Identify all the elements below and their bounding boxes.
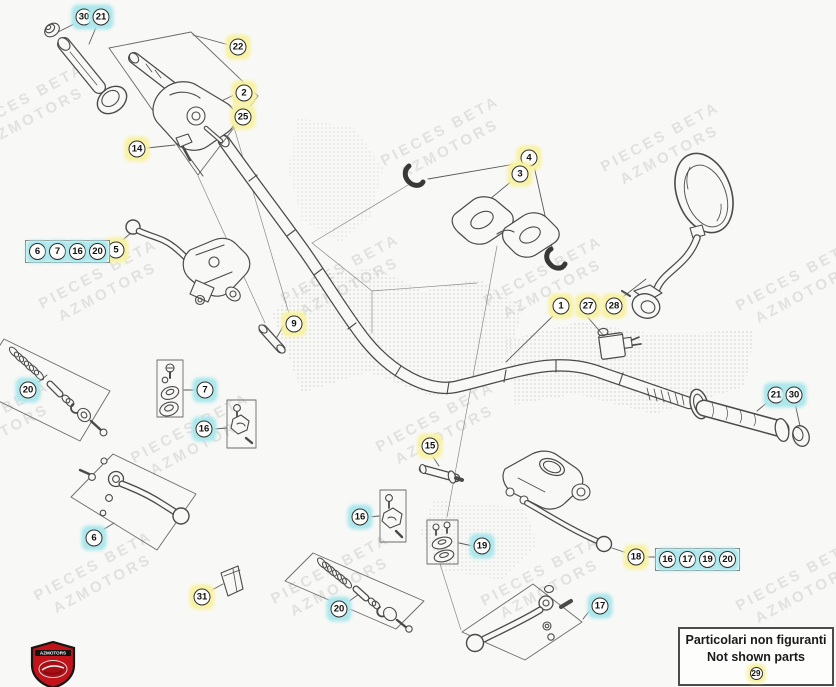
part-callout-5[interactable]: 5 bbox=[105, 239, 127, 261]
rebuild-kit-left-drawing bbox=[0, 338, 111, 442]
part-callout-20[interactable]: 20 bbox=[718, 550, 737, 569]
info-line-italian: Particolari non figuranti bbox=[685, 633, 827, 648]
lever-box-17 bbox=[461, 583, 583, 661]
plate-31-drawing bbox=[220, 565, 244, 597]
part-callout-6[interactable]: 6 bbox=[83, 527, 105, 549]
part-callout-16[interactable]: 16 bbox=[193, 418, 215, 440]
part-callout-16[interactable]: 16 bbox=[349, 506, 371, 528]
info-line-english: Not shown parts bbox=[707, 649, 805, 664]
handlebar-drawing bbox=[217, 134, 696, 410]
part-callout-4[interactable]: 4 bbox=[518, 147, 540, 169]
part-callout-28[interactable]: 28 bbox=[603, 295, 625, 317]
part-callout-20[interactable]: 20 bbox=[328, 598, 350, 620]
part-callout-20[interactable]: 20 bbox=[88, 242, 107, 261]
lever-box-6 bbox=[70, 453, 197, 551]
azmotors-logo[interactable]: AZMOTORS bbox=[29, 640, 77, 687]
part-callout-29[interactable]: 29 bbox=[748, 665, 764, 681]
mirror-drawing bbox=[620, 152, 734, 319]
part-callout-7[interactable]: 7 bbox=[194, 379, 216, 401]
part-callout-3[interactable]: 3 bbox=[509, 163, 531, 185]
not-shown-parts-box: Particolari non figuranti Not shown part… bbox=[678, 627, 834, 686]
right-grip-drawing bbox=[689, 388, 810, 447]
part-callout-9[interactable]: 9 bbox=[283, 313, 305, 335]
clamp-half-box-16-bottom bbox=[379, 489, 407, 543]
part-callout-27[interactable]: 27 bbox=[577, 295, 599, 317]
part-callout-18[interactable]: 18 bbox=[625, 546, 647, 568]
logo-brand-text: AZMOTORS bbox=[40, 651, 66, 656]
part-callout-30[interactable]: 30 bbox=[783, 384, 805, 406]
part-callout-14[interactable]: 14 bbox=[126, 138, 148, 160]
part-callout-30[interactable]: 30 bbox=[73, 6, 95, 28]
clamp-half-box-16-left bbox=[226, 399, 257, 449]
part-callout-25[interactable]: 25 bbox=[232, 106, 254, 128]
part-callout-22[interactable]: 22 bbox=[227, 36, 249, 58]
part-callout-6[interactable]: 6 bbox=[28, 242, 47, 261]
leader-lines bbox=[35, 22, 801, 620]
clamp-hardware-box-19 bbox=[426, 519, 459, 565]
part-callout-17[interactable]: 17 bbox=[589, 595, 611, 617]
part-callout-1[interactable]: 1 bbox=[550, 295, 572, 317]
bar-clamp-drawing bbox=[402, 163, 568, 271]
part-callout-7[interactable]: 7 bbox=[48, 242, 67, 261]
part-callout-19[interactable]: 19 bbox=[698, 550, 717, 569]
throttle-housing-box bbox=[108, 31, 259, 177]
throttle-tube-drawing bbox=[57, 37, 128, 115]
part-callout-17[interactable]: 17 bbox=[678, 550, 697, 569]
rebuild-kit-bottom-drawing bbox=[284, 552, 425, 633]
part-callout-20[interactable]: 20 bbox=[17, 379, 39, 401]
clamp-hardware-box-7 bbox=[156, 359, 184, 418]
left-grip-cap-drawing bbox=[44, 22, 60, 38]
part-callout-21[interactable]: 21 bbox=[90, 6, 112, 28]
kill-switch-drawing bbox=[597, 327, 642, 360]
part-callout-16[interactable]: 16 bbox=[658, 550, 677, 569]
part-callout-31[interactable]: 31 bbox=[191, 586, 213, 608]
part-callout-21[interactable]: 21 bbox=[765, 384, 787, 406]
brake-master-drawing bbox=[502, 450, 613, 553]
part-callout-15[interactable]: 15 bbox=[419, 435, 441, 457]
part-callout-16[interactable]: 16 bbox=[68, 242, 87, 261]
bushing-drawing bbox=[258, 324, 286, 354]
clutch-perch-drawing bbox=[125, 219, 251, 306]
sleeve-15-drawing bbox=[418, 464, 464, 484]
part-callout-19[interactable]: 19 bbox=[471, 535, 493, 557]
part-callout-2[interactable]: 2 bbox=[233, 82, 255, 104]
